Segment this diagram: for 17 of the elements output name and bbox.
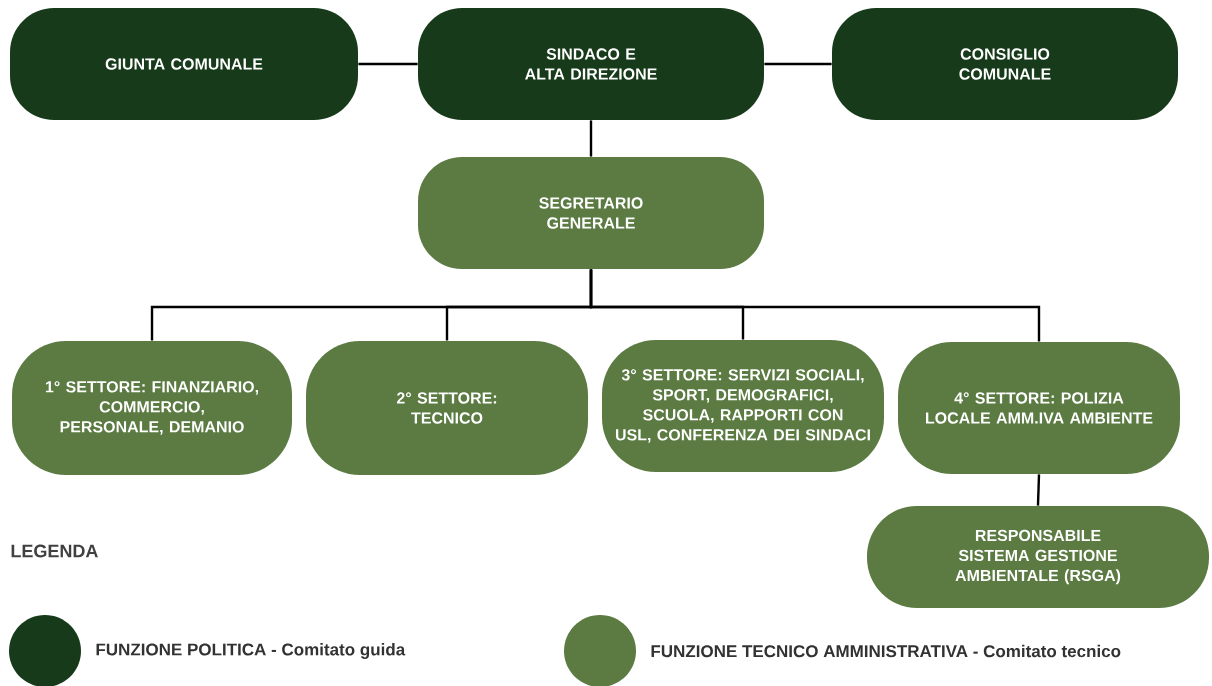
org-box: RESPONSABILE SISTEMA GESTIONE AMBIENTALE (RSGA) — [867, 506, 1209, 608]
connector-line — [589, 120, 593, 157]
legend-heading: LEGENDA — [11, 544, 98, 558]
org-box: 2° SETTORE: TECNICO — [306, 341, 588, 475]
org-box: 1° SETTORE: FINANZIARIO, COMMERCIO, PERSONALE, DEMANIO — [12, 341, 292, 475]
legend-text: FUNZIONE TECNICO AMMINISTRATIVA - Comitato tecnico — [651, 644, 1121, 658]
org-box: 3° SETTORE: SERVIZI SOCIALI, SPORT, DEMOGRAFICI, SCUOLA, RAPPORTI CON USL, CONFERENZA DEI SINDACI — [602, 340, 884, 472]
connector-line — [358, 62, 418, 66]
connector-line — [589, 269, 1041, 342]
legend-text: FUNZIONE POLITICA - Comitato guida — [96, 643, 406, 659]
org-box: CONSIGLIO COMUNALE — [832, 8, 1178, 120]
org-box: 4° SETTORE: POLIZIA LOCALE AMM.IVA AMBIENTE — [898, 342, 1180, 474]
org-box: SINDACO E ALTA DIREZIONE — [418, 8, 764, 120]
connector-line — [764, 62, 832, 66]
org-box: SEGRETARIO GENERALE — [418, 157, 764, 269]
org-box: GIUNTA COMUNALE — [10, 8, 358, 120]
connector-line — [1036, 474, 1041, 506]
